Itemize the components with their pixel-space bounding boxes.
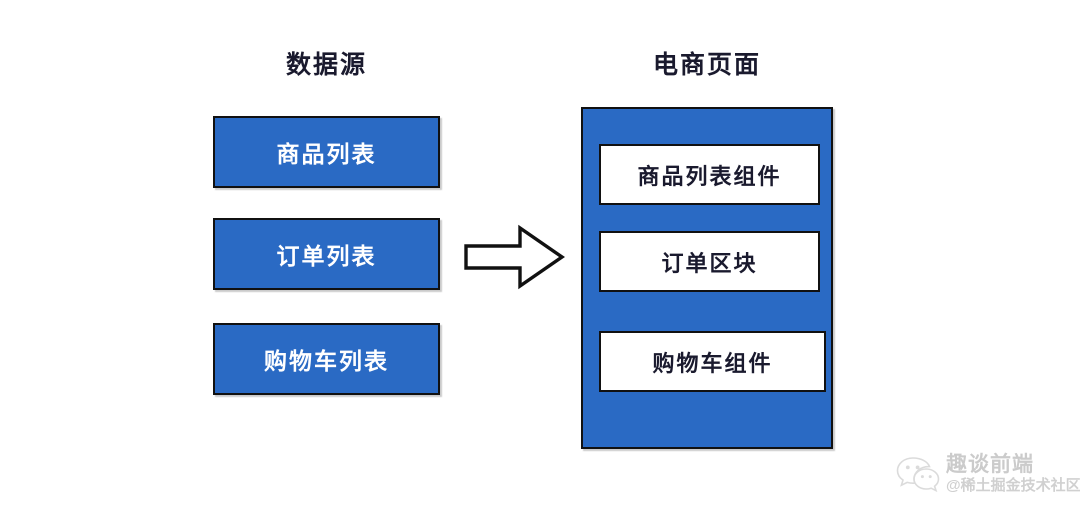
component-box-cart[interactable]: 购物车组件 [599,331,826,392]
component-box-product-list[interactable]: 商品列表组件 [599,144,820,205]
component-box-label: 商品列表组件 [637,163,782,189]
watermark-text: 趣谈前端 @稀土掘金技术社区 [946,453,1080,494]
right-block-arrow-icon [464,224,565,290]
watermark-subtitle: @稀土掘金技术社区 [946,476,1080,494]
source-box-product-list[interactable]: 商品列表 [213,116,440,188]
flow-arrow [462,224,566,290]
source-box-order-list[interactable]: 订单列表 [213,218,440,290]
component-box-order-section[interactable]: 订单区块 [599,231,820,292]
watermark: 趣谈前端 @稀土掘金技术社区 [896,444,1080,504]
component-box-label: 购物车组件 [652,350,773,376]
ecommerce-page-container: 商品列表组件 订单区块 购物车组件 [581,107,833,449]
source-box-label: 购物车列表 [264,348,389,374]
watermark-name: 趣谈前端 [946,453,1034,477]
wechat-logo-icon [896,457,940,493]
component-box-label: 订单区块 [661,250,758,276]
column-title-data-source: 数据源 [285,51,367,79]
source-box-label: 商品列表 [276,141,377,167]
column-title-ecommerce-page: 电商页面 [652,51,761,79]
source-box-cart-list[interactable]: 购物车列表 [213,323,440,395]
source-box-label: 订单列表 [276,243,377,269]
